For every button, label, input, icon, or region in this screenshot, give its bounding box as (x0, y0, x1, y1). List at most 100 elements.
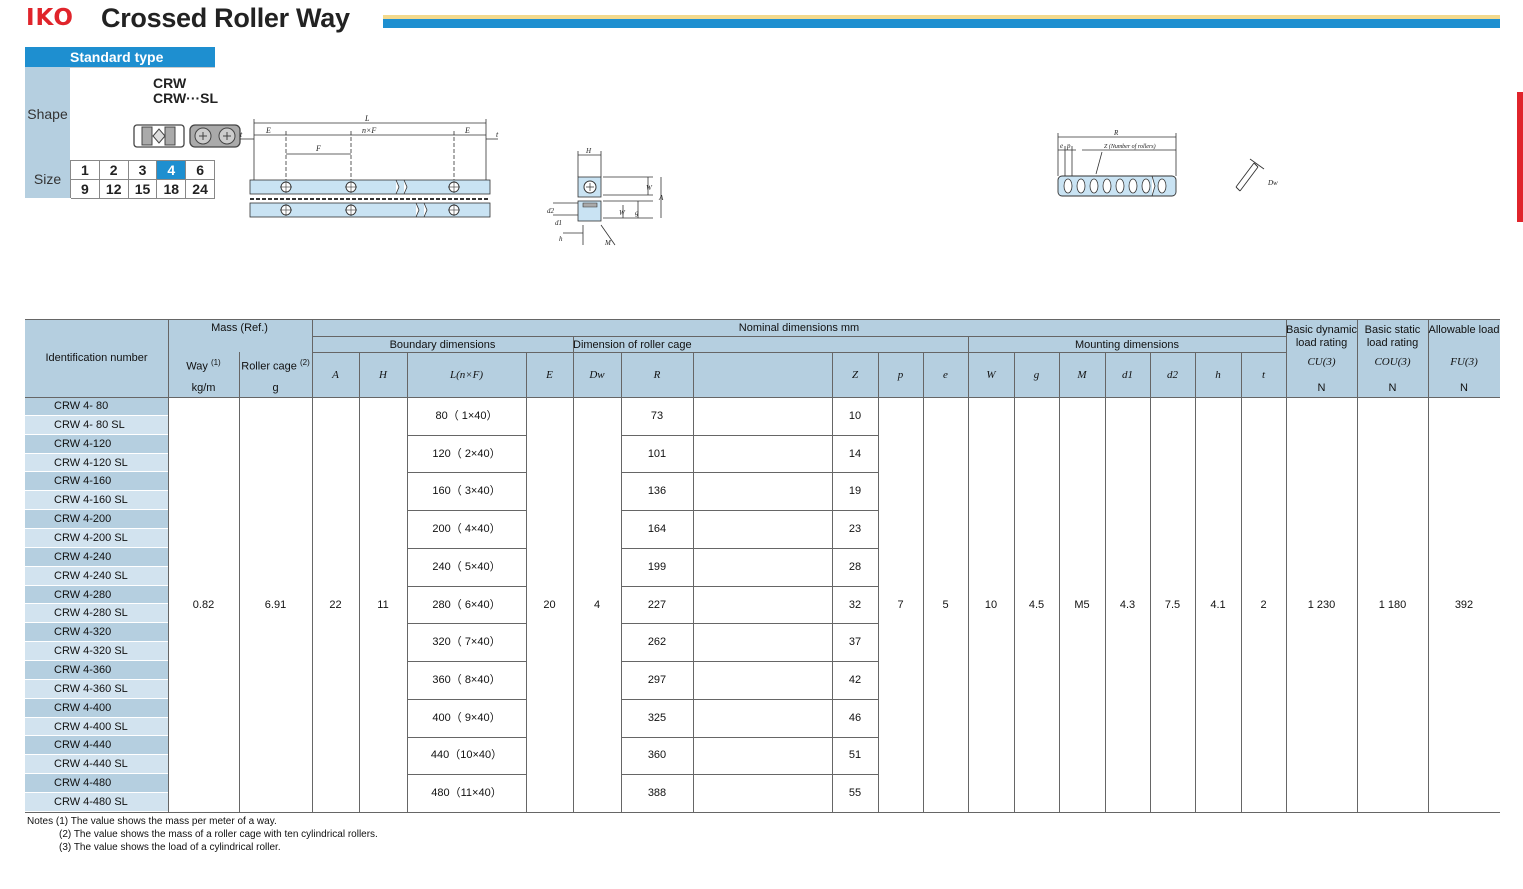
label-e: e (1060, 142, 1063, 150)
header-E: E (546, 369, 553, 381)
cell-R: 297 (647, 673, 667, 686)
header-Dw: Dw (589, 369, 605, 381)
header-unit-kgm: kg/m (191, 382, 216, 394)
grid-line (168, 319, 169, 812)
cell-Z: 55 (848, 787, 862, 800)
table-row-id: CRW 4- 80 (25, 397, 168, 416)
grid-line (407, 774, 526, 775)
cell-L: 320（ 7×40） (432, 636, 501, 649)
label-E-right: E (464, 126, 470, 135)
table-row-id: CRW 4-240 (25, 547, 168, 567)
cell-Z: 46 (848, 711, 862, 724)
table-row-id: CRW 4-160 (25, 472, 168, 492)
grid-line (407, 737, 526, 738)
roller-drawing: Dw (1235, 158, 1278, 192)
grid-line (1059, 352, 1060, 812)
cell-d2: 7.5 (1164, 599, 1181, 611)
notes-label: Notes (27, 816, 54, 827)
grid-line (621, 774, 878, 775)
header-allowable-load: Allowable load (1428, 324, 1500, 336)
size-9: 9 (71, 180, 100, 199)
size-6: 6 (186, 160, 215, 180)
note-3: (3) The value shows the load of a cylind… (59, 842, 281, 853)
grid-line (239, 352, 240, 812)
label-p: p (1066, 142, 1071, 150)
cell-R: 388 (647, 787, 667, 800)
cell-Dw: 4 (593, 599, 601, 611)
size-grid: 1 2 3 4 6 9 12 15 18 24 (70, 160, 215, 199)
table-row-id: CRW 4-480 (25, 774, 168, 794)
table-row-id: CRW 4-200 (25, 510, 168, 530)
header-Cu: CU(3) (1307, 356, 1336, 368)
header-g: g (1033, 369, 1040, 381)
cell-L: 120（ 2×40） (432, 447, 501, 460)
size-15: 15 (128, 180, 158, 199)
header-identification-number: Identification number (45, 352, 148, 364)
table-row-id: CRW 4-440 (25, 736, 168, 756)
size-4-selected: 4 (157, 160, 187, 180)
cell-t: 2 (1260, 599, 1267, 611)
cell-R: 136 (647, 485, 667, 498)
cell-R: 73 (650, 409, 664, 422)
label-d1: d1 (555, 219, 562, 227)
label-t-right: t (496, 130, 499, 139)
grid-line (1357, 319, 1358, 812)
cell-L: 360（ 8×40） (432, 673, 501, 686)
shape-icons (133, 124, 241, 148)
page-title: Crossed Roller Way (101, 3, 350, 33)
side-view-drawing: H W A W g d2 d1 h M (547, 147, 664, 247)
header-basic-static: Basic static load rating (1364, 324, 1421, 349)
header-h: h (1215, 369, 1221, 381)
header-unit-N: N (1460, 382, 1468, 394)
grid-line (407, 435, 526, 436)
header-dimension-roller-cage: Dimension of roller cage (573, 339, 692, 351)
table-row-id: CRW 4-240 SL (25, 566, 168, 586)
grid-line (407, 623, 526, 624)
size-3: 3 (128, 160, 158, 180)
cell-L: 200（ 4×40） (432, 523, 501, 536)
cage-drawing: R e p Z (Number of rollers) (1057, 129, 1177, 197)
label-g: g (635, 209, 639, 217)
cell-L: 80（ 1×40） (435, 409, 498, 422)
cell-L: 240（ 5×40） (432, 560, 501, 573)
cell-M: M5 (1074, 599, 1090, 611)
cell-Z: 19 (848, 485, 862, 498)
cell-R: 227 (647, 598, 667, 611)
header-d1: d1 (1122, 369, 1133, 381)
grid-line (923, 352, 924, 812)
grid-line (1195, 352, 1196, 812)
header-p: p (897, 369, 904, 381)
id-column: CRW 4- 80 CRW 4- 80 SL CRW 4-120 CRW 4-1… (25, 397, 168, 812)
header-d2: d2 (1167, 369, 1178, 381)
label-W-bottom: W (619, 209, 626, 217)
cell-E: 20 (543, 599, 556, 611)
header-accent-bar (383, 15, 1500, 19)
grid-line (407, 661, 526, 662)
label-Dw: Dw (1267, 179, 1278, 187)
table-row-id: CRW 4-200 SL (25, 529, 168, 548)
cell-p: 7 (897, 599, 904, 611)
table-row-id: CRW 4-120 SL (25, 453, 168, 473)
size-18: 18 (157, 180, 187, 199)
header-mass: Mass (Ref.) (211, 322, 268, 334)
table-row-id: CRW 4-360 SL (25, 679, 168, 699)
header-Cou: COU(3) (1374, 356, 1411, 368)
label-h: h (559, 235, 563, 243)
cell-Z: 23 (848, 523, 862, 536)
grid-line (1014, 352, 1015, 812)
grid-line (407, 548, 526, 549)
grid-line (407, 510, 526, 511)
grid-line (407, 352, 408, 812)
cell-Z: 14 (848, 447, 862, 460)
grid-line (312, 336, 1286, 337)
grid-line (621, 510, 878, 511)
grid-line (621, 737, 878, 738)
grid-line (25, 397, 1500, 398)
header-roller-cage: Roller cage (2) (241, 358, 310, 373)
cell-R: 360 (647, 749, 667, 762)
table-row-id: CRW 4-360 (25, 661, 168, 680)
label-M: M (604, 239, 612, 247)
note-2: (2) The value shows the mass of a roller… (59, 829, 378, 840)
label-d2: d2 (547, 207, 555, 215)
label-H: H (585, 147, 592, 155)
